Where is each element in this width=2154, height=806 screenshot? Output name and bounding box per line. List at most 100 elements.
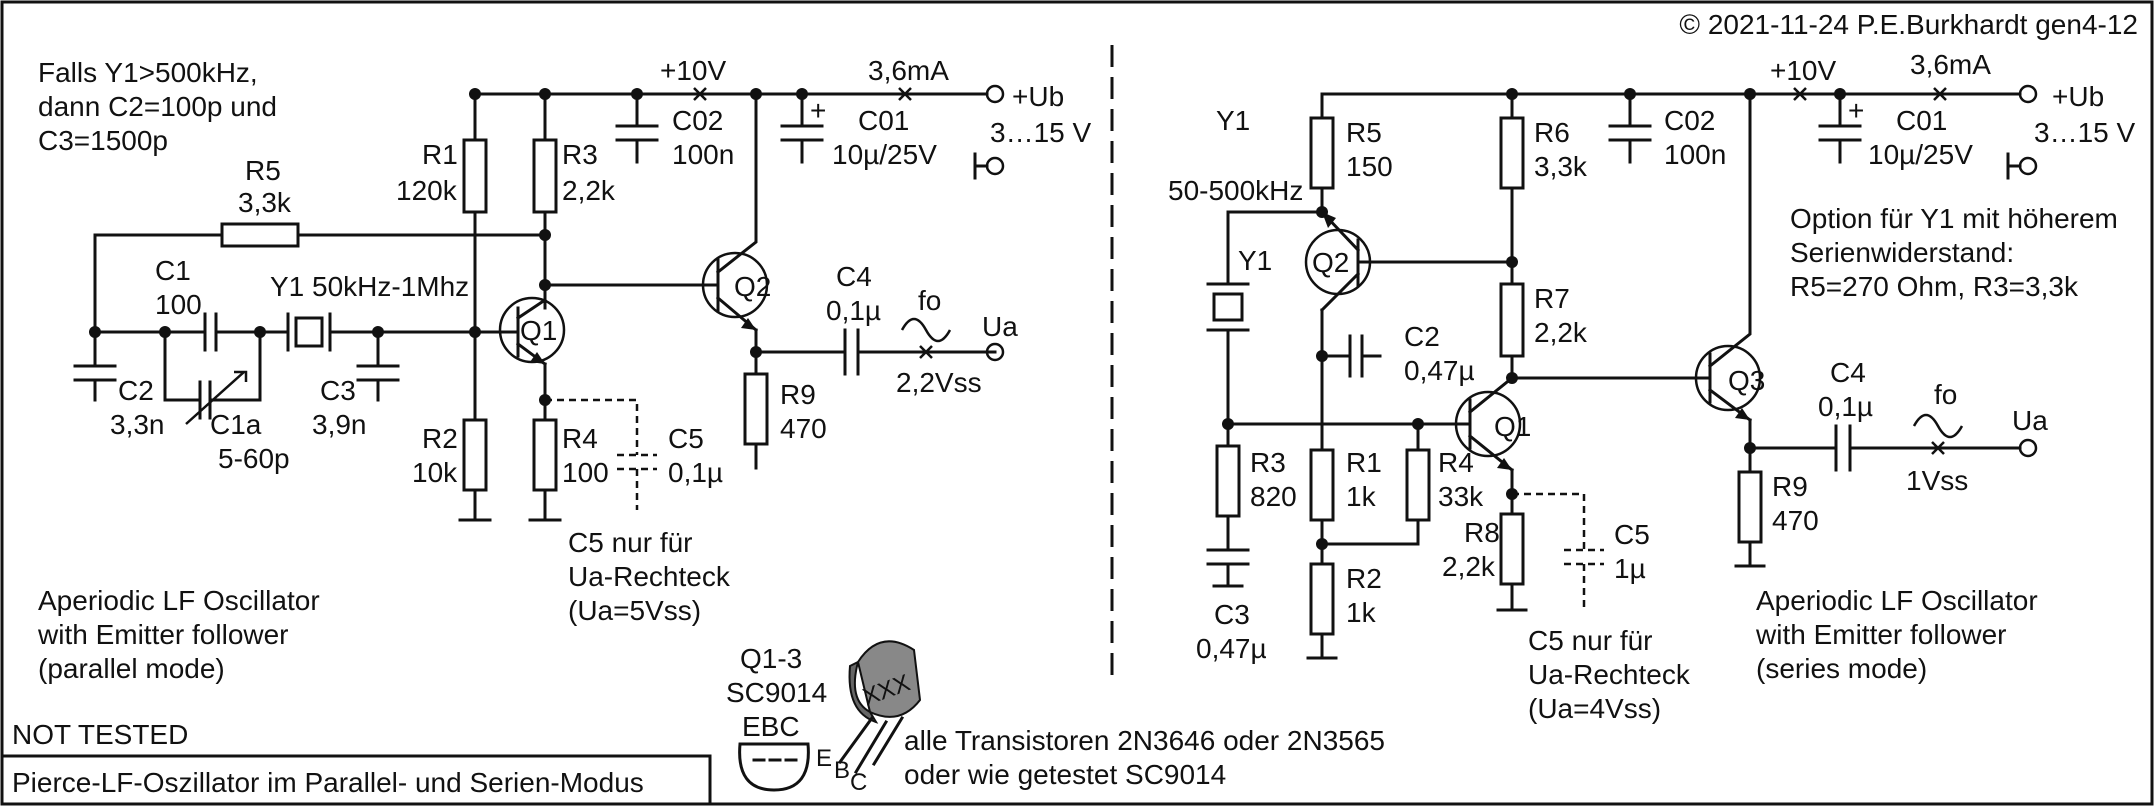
left-r1-value: 120k	[396, 175, 458, 206]
right-sine-icon	[1912, 413, 1964, 439]
right-r6-name: R6	[1534, 117, 1570, 148]
left-c3-value: 3,9n	[312, 409, 367, 440]
right-y1-name: Y1	[1216, 105, 1250, 136]
right-q2-label: Q2	[1312, 247, 1349, 278]
right-r8-value: 2,2k	[1442, 551, 1496, 582]
left-c1-value: 100	[155, 289, 202, 320]
right-option-2: Serienwiderstand:	[1790, 237, 2014, 268]
right-c5-note-3: (Ua=4Vss)	[1528, 693, 1661, 724]
left-ua-level: 2,2Vss	[896, 367, 982, 398]
left-c2-name: C2	[118, 375, 154, 406]
left-r3-value: 2,2k	[562, 175, 616, 206]
left-r4-name: R4	[562, 423, 598, 454]
right-r3-value: 820	[1250, 481, 1297, 512]
left-c4-value: 0,1µ	[826, 295, 881, 326]
left-r5-value: 3,3k	[238, 187, 292, 218]
left-c3-name: C3	[320, 375, 356, 406]
left-sine-icon	[900, 317, 952, 343]
left-note-1: Falls Y1>500kHz,	[38, 57, 258, 88]
right-c4-value: 0,1µ	[1818, 391, 1873, 422]
right-r8-name: R8	[1464, 517, 1500, 548]
pinout-label: EBC	[742, 711, 800, 742]
pin-b-label: B	[834, 757, 850, 784]
right-title-2: with Emitter follower	[1755, 619, 2007, 650]
left-c02-name: C02	[672, 105, 723, 136]
left-r2-name: R2	[422, 423, 458, 454]
right-r5-value: 150	[1346, 151, 1393, 182]
right-r6-value: 3,3k	[1534, 151, 1588, 182]
right-current: 3,6mA	[1910, 49, 1991, 80]
left-ub-label: +Ub	[1012, 81, 1064, 112]
right-r9-value: 470	[1772, 505, 1819, 536]
right-ub-range: 3…15 V	[2034, 117, 2135, 148]
left-title-2: with Emitter follower	[37, 619, 289, 650]
right-option-1: Option für Y1 mit höherem	[1790, 203, 2118, 234]
right-r4-name: R4	[1438, 447, 1474, 478]
right-supply-voltage: +10V	[1770, 55, 1836, 86]
right-c2-value: 0,47µ	[1404, 355, 1475, 386]
pin-c-label: C	[850, 769, 867, 796]
right-r7-value: 2,2k	[1534, 317, 1588, 348]
right-r3-name: R3	[1250, 447, 1286, 478]
right-c3-value: 0,47µ	[1196, 633, 1267, 664]
right-r1-value: 1k	[1346, 481, 1377, 512]
right-option-3: R5=270 Ohm, R3=3,3k	[1790, 271, 2079, 302]
left-c5-name: C5	[668, 423, 704, 454]
caption-box	[0, 754, 712, 806]
left-c01-name: C01	[858, 105, 909, 136]
right-c01-value: 10µ/25V	[1868, 139, 1973, 170]
left-c02-value: 100n	[672, 139, 734, 170]
left-current: 3,6mA	[868, 55, 949, 86]
left-c5-note-2: Ua-Rechteck	[568, 561, 731, 592]
right-c3-name: C3	[1214, 599, 1250, 630]
right-c5-note-1: C5 nur für	[1528, 625, 1653, 656]
left-c5-note-1: C5 nur für	[568, 527, 693, 558]
right-r7-name: R7	[1534, 283, 1570, 314]
caption: Pierce-LF-Oszillator im Parallel- und Se…	[12, 767, 644, 798]
transistor-type-2: SC9014	[726, 677, 827, 708]
right-circuit: +10V 3,6mA +Ub 3…15 V C02 100n + C01 10µ…	[1168, 49, 2135, 724]
right-c4-name: C4	[1830, 357, 1866, 388]
right-ua-label: Ua	[2012, 405, 2048, 436]
right-c02-name: C02	[1664, 105, 1715, 136]
right-q1-label: Q1	[1494, 411, 1531, 442]
right-c5-value: 1µ	[1614, 553, 1646, 584]
not-tested-label: NOT TESTED	[12, 719, 188, 750]
left-q2-label: Q2	[734, 271, 771, 302]
left-c4-name: C4	[836, 261, 872, 292]
right-r5-name: R5	[1346, 117, 1382, 148]
transistor-type-1: Q1-3	[740, 643, 802, 674]
left-circuit: Falls Y1>500kHz, dann C2=100p und C3=150…	[37, 55, 1091, 684]
left-r2-value: 10k	[412, 457, 458, 488]
right-title-3: (series mode)	[1756, 653, 1927, 684]
right-c5-note-2: Ua-Rechteck	[1528, 659, 1691, 690]
right-r9-name: R9	[1772, 471, 1808, 502]
left-title-3: (parallel mode)	[38, 653, 225, 684]
left-c01-plus: +	[810, 95, 826, 126]
left-ub-range: 3…15 V	[990, 117, 1091, 148]
copyright: © 2021-11-24 P.E.Burkhardt gen4-12	[1679, 9, 2138, 40]
left-r9-value: 470	[780, 413, 827, 444]
footer: NOT TESTED Pierce-LF-Oszillator im Paral…	[0, 640, 1385, 806]
left-ua-label: Ua	[982, 311, 1018, 342]
left-c1a-value: 5-60p	[218, 443, 290, 474]
left-c5-note-3: (Ua=5Vss)	[568, 595, 701, 626]
right-ua-level: 1Vss	[1906, 465, 1968, 496]
left-r4-value: 100	[562, 457, 609, 488]
left-supply-voltage: +10V	[660, 55, 726, 86]
right-c01-plus: +	[1848, 95, 1864, 126]
transistor-note-2: oder wie getestet SC9014	[904, 759, 1226, 790]
left-note-2: dann C2=100p und	[38, 91, 277, 122]
right-c5-name: C5	[1614, 519, 1650, 550]
right-c01-name: C01	[1896, 105, 1947, 136]
right-c2-name: C2	[1404, 321, 1440, 352]
left-c5-value: 0,1µ	[668, 457, 723, 488]
left-note-3: C3=1500p	[38, 125, 168, 156]
right-r2-name: R2	[1346, 563, 1382, 594]
to92-footprint-icon	[738, 742, 810, 792]
left-r1-name: R1	[422, 139, 458, 170]
right-q3-label: Q3	[1728, 365, 1765, 396]
transistor-note-1: alle Transistoren 2N3646 oder 2N3565	[904, 725, 1385, 756]
